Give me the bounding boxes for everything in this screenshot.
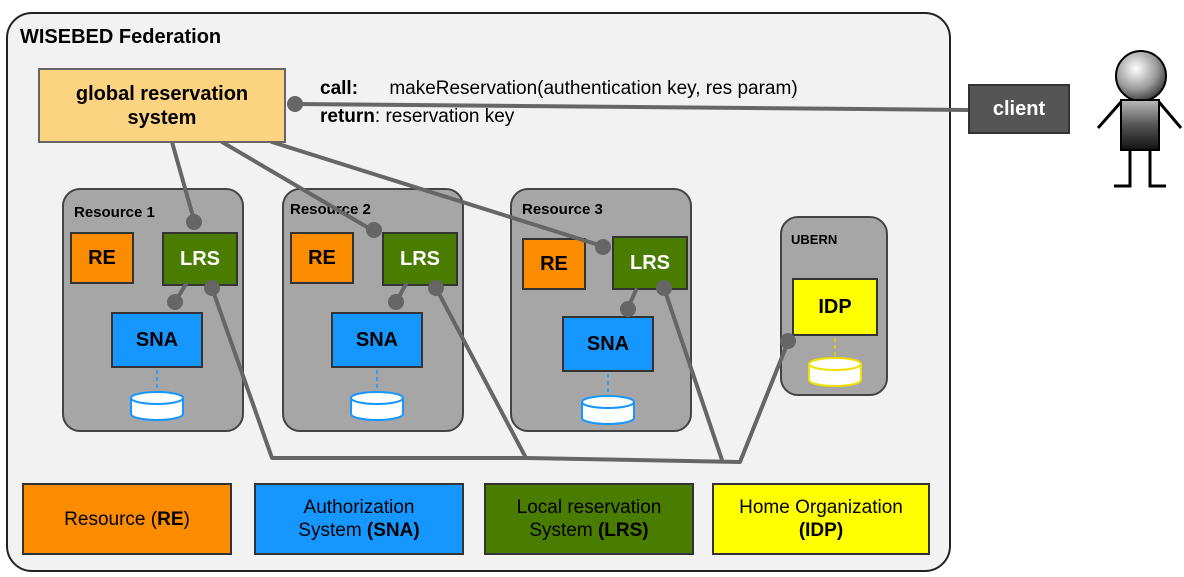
legend-resource: Resource (RE)	[22, 483, 232, 555]
legend-sna-line1: Authorization	[303, 497, 415, 518]
sna2-database-icon	[350, 391, 404, 421]
grs-label-line1: global reservation	[75, 82, 249, 105]
legend-lrs-line2: System	[529, 520, 598, 541]
ubern-label: UBERN	[791, 232, 838, 247]
global-reservation-system-box: global reservation system	[38, 68, 286, 143]
legend-home-organization: Home Organization(IDP)	[712, 483, 930, 555]
resource-2-sna-box: SNA	[331, 312, 423, 368]
legend-idp-line1: Home Organization	[739, 497, 903, 518]
legend-re-tail: )	[183, 508, 190, 530]
resource-1-label: Resource 1	[74, 204, 155, 221]
idp-database-icon	[808, 357, 862, 387]
resource-1-sna-box: SNA	[111, 312, 203, 368]
legend-sna-bold: (SNA)	[366, 520, 420, 541]
legend-lrs-line1: Local reservation	[516, 497, 662, 518]
user-person-icon	[1096, 50, 1183, 188]
return-label: return	[320, 106, 375, 127]
legend-sna-line2: System	[298, 520, 367, 541]
federation-title: WISEBED Federation	[20, 26, 222, 48]
idp-connector-dot	[780, 333, 796, 349]
resource-3-label: Resource 3	[522, 201, 603, 218]
resource-3-sna-box: SNA	[562, 316, 654, 372]
call-label: call:	[320, 78, 359, 99]
resource-3-container	[510, 188, 692, 432]
grs-to-lrs3-line	[270, 140, 604, 248]
lrs1-connector-dot	[186, 214, 202, 230]
legend-re-text: Resource (	[64, 508, 158, 530]
legend-idp-bold: (IDP)	[798, 520, 844, 541]
sna2-connector-dot	[388, 294, 404, 310]
sna1-connector-dot	[167, 294, 183, 310]
sna3-database-icon	[581, 395, 635, 425]
idp-bus-line	[210, 286, 790, 464]
grs-connector-dot	[287, 96, 303, 112]
legend-re-bold: RE	[157, 508, 184, 530]
ubern-idp-box: IDP	[792, 278, 878, 336]
resource-2-re-box: RE	[290, 232, 354, 284]
lrs1-bus-dot	[204, 280, 220, 296]
call-text: makeReservation(authentication key, res …	[389, 78, 798, 99]
lrs2-to-bus-line	[434, 286, 528, 460]
sna1-database-icon	[130, 391, 184, 421]
lrs3-to-bus-line	[662, 286, 724, 462]
lrs3-connector-dot	[595, 239, 611, 255]
resource-2-lrs-box: LRS	[382, 232, 458, 286]
legend-lrs-bold: (LRS)	[597, 520, 649, 541]
resource-1-lrs-box: LRS	[162, 232, 238, 286]
resource-2-label: Resource 2	[290, 201, 371, 218]
lrs2-connector-dot	[366, 222, 382, 238]
sna3-connector-dot	[620, 301, 636, 317]
client-box: client	[968, 84, 1070, 134]
resource-1-re-box: RE	[70, 232, 134, 284]
return-text: : reservation key	[374, 106, 515, 127]
grs-label-line2: system	[127, 106, 197, 129]
return-line: return: reservation key	[320, 106, 514, 128]
grs-to-lrs1-line	[170, 140, 196, 222]
grs-to-client-line	[292, 102, 970, 112]
lrs3-bus-dot	[656, 280, 672, 296]
resource-3-re-box: RE	[522, 238, 586, 290]
call-line: call: makeReservation(authentication key…	[320, 78, 798, 100]
resource-3-lrs-box: LRS	[612, 236, 688, 290]
lrs2-bus-dot	[428, 280, 444, 296]
grs-to-lrs2-line	[220, 140, 374, 232]
